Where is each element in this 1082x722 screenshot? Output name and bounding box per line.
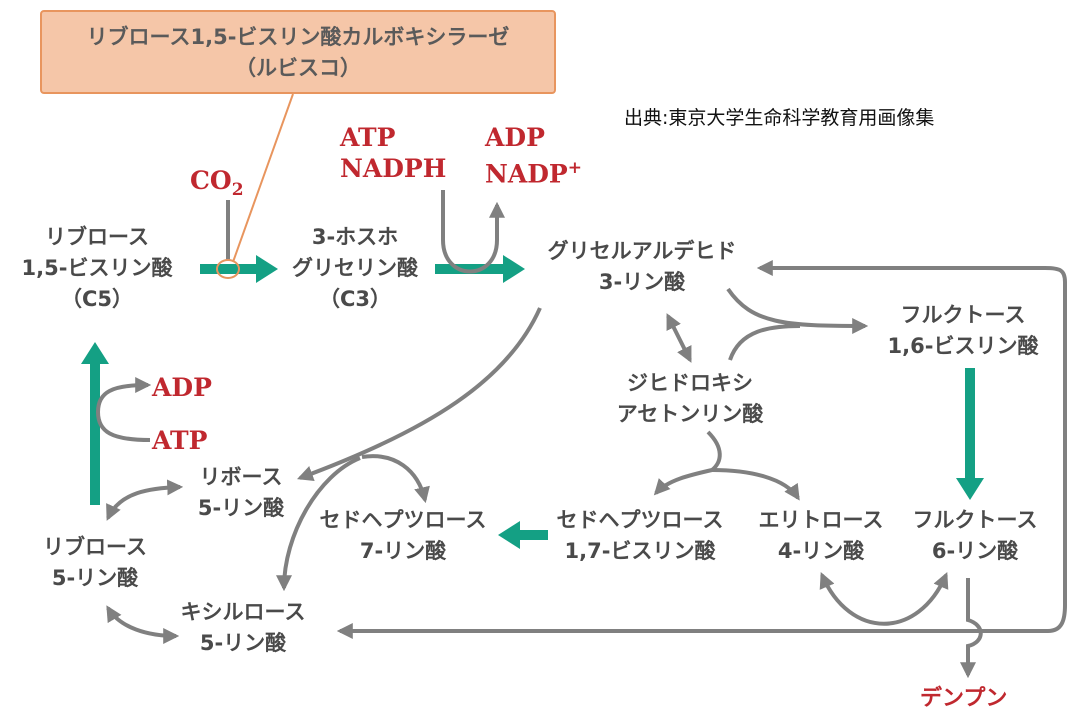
carboxylation-arrowhead — [256, 255, 278, 283]
adp-nadp-label: ADP NADP+ — [485, 122, 582, 189]
gap-to-fbp-arrow — [726, 287, 869, 334]
f6p-e4p-arrow — [819, 572, 949, 626]
atp-nadph-label: ATP NADPH — [340, 122, 446, 184]
ru5p-xu5p-arrow — [106, 605, 180, 644]
rubp-line2: 1,5-ビスリン酸 — [21, 256, 173, 280]
reduction-arrowhead — [503, 255, 525, 283]
gap-line1: グリセルアルデヒド — [547, 239, 737, 263]
compound-e4p: エリトロース 4-リン酸 — [748, 505, 894, 567]
compound-r5p: リボース 5-リン酸 — [182, 462, 300, 524]
compound-fbp: フルクトース 1,6-ビスリン酸 — [870, 300, 1056, 362]
f6p-line2: 6-リン酸 — [931, 539, 1019, 563]
compound-rubp: リブロース 1,5-ビスリン酸 （C5） — [12, 222, 182, 315]
co2-label: CO2 — [190, 165, 244, 206]
compound-dhap: ジヒドロキシ アセトンリン酸 — [600, 368, 780, 430]
rubisco-site-marker — [216, 259, 240, 279]
ru5p-to-rubp-arrowhead — [81, 342, 109, 364]
rubp-line1: リブロース — [45, 225, 149, 249]
sbp-line1: セドヘプツロース — [556, 508, 724, 532]
compound-ru5p: リブロース 5-リン酸 — [30, 532, 160, 594]
dhap-to-e4p-arrow — [711, 468, 800, 501]
dhap-fork-line — [706, 430, 722, 472]
nadp-label: NADP+ — [485, 158, 582, 189]
return-loop-to-gap — [756, 260, 1067, 633]
ru5p-line1: リブロース — [43, 535, 147, 559]
enzyme-name: リブロース1,5-ビスリン酸カルボキシラーゼ — [86, 25, 510, 49]
to-s7p-arc — [361, 454, 430, 504]
gap-dhap-arrow — [666, 313, 692, 363]
co2-text: CO2 — [190, 166, 244, 200]
atp-adp-loop — [95, 377, 152, 442]
starch-label: デンプン — [920, 686, 1008, 711]
ru5p-r5p-arrow — [106, 479, 184, 521]
atp-top-label: ATP — [340, 123, 396, 152]
source-credit: 出典:東京大学生命科学教育用画像集 — [624, 107, 935, 129]
sbp-line2: 1,7-ビスリン酸 — [564, 539, 716, 563]
rubp-line3: （C5） — [60, 287, 134, 311]
pga-line1: 3-ホスホ — [311, 225, 399, 249]
rubisco-enzyme-box: リブロース1,5-ビスリン酸カルボキシラーゼ （ルビスコ） — [40, 10, 556, 94]
pga-line2: グリセリン酸 — [292, 256, 418, 280]
dhap-to-fbp-line — [728, 324, 801, 361]
compound-xu5p: キシルロース 5-リン酸 — [168, 597, 318, 659]
adp-top-label: ADP — [485, 123, 545, 152]
enzyme-pointer-line — [232, 93, 294, 263]
dhap-line2: アセトンリン酸 — [616, 402, 764, 426]
xu5p-line1: キシルロース — [180, 600, 306, 624]
adp-left-label: ADP — [152, 373, 212, 402]
e4p-line1: エリトロース — [758, 508, 884, 532]
xu5p-line2: 5-リン酸 — [199, 631, 287, 655]
r5p-line1: リボース — [199, 465, 283, 489]
gap-to-r5p-arrow — [296, 307, 542, 482]
fbp-line2: 1,6-ビスリン酸 — [887, 334, 1039, 358]
dhap-line1: ジヒドロキシ — [627, 371, 753, 395]
pga-line3: （C3） — [318, 287, 392, 311]
nadph-label: NADPH — [340, 154, 447, 183]
s7p-line1: セドヘプツロース — [319, 508, 487, 532]
fbp-line1: フルクトース — [900, 303, 1026, 327]
compound-3pga: 3-ホスホ グリセリン酸 （C3） — [280, 222, 430, 315]
co2-subscript: 2 — [231, 180, 244, 200]
gap-line2: 3-リン酸 — [598, 270, 686, 294]
ru5p-line2: 5-リン酸 — [51, 566, 139, 590]
branch-to-xu5p-arrow — [276, 456, 361, 592]
f6p-line1: フルクトース — [912, 508, 1038, 532]
dhap-to-sbp-arrow — [653, 468, 713, 496]
sbp-to-s7p-arrowhead — [498, 521, 520, 549]
enzyme-abbreviation: （ルビスコ） — [235, 56, 361, 80]
compound-sbp: セドヘプツロース 1,7-ビスリン酸 — [546, 505, 734, 567]
fbp-to-f6p-arrowhead — [956, 478, 984, 500]
s7p-line2: 7-リン酸 — [359, 539, 447, 563]
atp-nadph-loop — [441, 190, 505, 274]
nadp-superscript: + — [567, 158, 582, 178]
e4p-line2: 4-リン酸 — [777, 539, 865, 563]
compound-s7p: セドヘプツロース 7-リン酸 — [308, 505, 498, 567]
f6p-to-starch-arrow — [960, 578, 983, 679]
compound-f6p: フルクトース 6-リン酸 — [900, 505, 1050, 567]
atp-left-label: ATP — [152, 426, 208, 455]
compound-gap: グリセルアルデヒド 3-リン酸 — [530, 236, 754, 298]
r5p-line2: 5-リン酸 — [197, 496, 285, 520]
